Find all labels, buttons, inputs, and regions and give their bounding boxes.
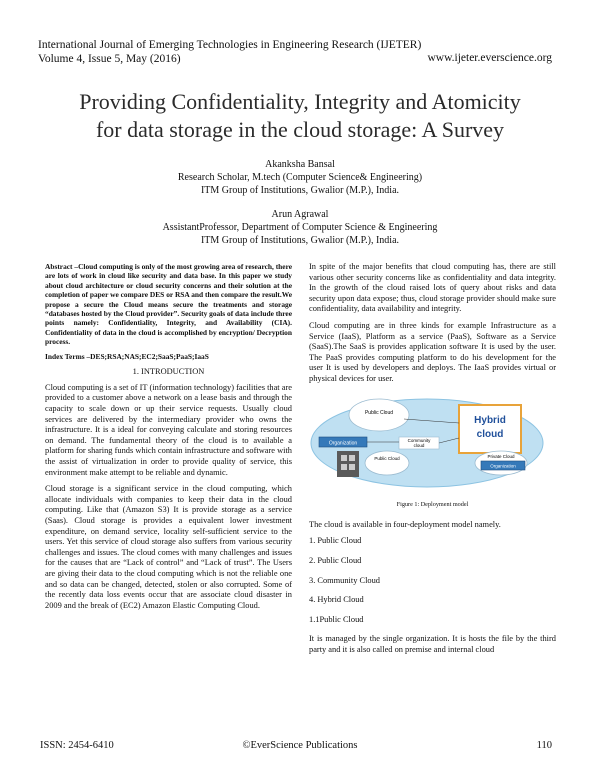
journal-website[interactable]: www.ijeter.everscience.org <box>427 52 552 64</box>
deployment-intro: The cloud is available in four-deploymen… <box>309 519 501 529</box>
figure-label-community: Community <box>408 438 432 443</box>
figure-label-hybrid-cloud: cloud <box>477 429 504 440</box>
body-paragraph: It is managed by the single organization… <box>309 634 556 654</box>
figure-label-private-cloud: Private Cloud <box>487 454 515 459</box>
figure-caption: Figure 1: Deployment model <box>396 501 469 509</box>
author-name: Arun Agrawal <box>271 209 329 220</box>
abstract: Abstract –Cloud computing is only of the… <box>45 262 292 347</box>
figure-label-public-cloud-2: Public Cloud <box>374 456 400 461</box>
author-role: Research Scholar, M.tech (Computer Scien… <box>177 172 423 183</box>
right-column: In spite of the major benefits that clou… <box>309 262 556 661</box>
list-item: 2. Public Cloud <box>309 555 362 565</box>
left-column: Abstract –Cloud computing is only of the… <box>45 262 292 617</box>
footer-issn: ISSN: 2454-6410 <box>40 740 114 751</box>
figure-label-organization-left: Organization <box>329 440 358 446</box>
journal-header: International Journal of Emerging Techno… <box>38 38 421 66</box>
index-terms: Index Terms –DES;RSA;NAS;EC2;SaaS;PaaS;I… <box>45 351 209 361</box>
list-item: 3. Community Cloud <box>309 575 380 585</box>
figure-label-hybrid: Hybrid <box>474 415 506 426</box>
author-name: Akanksha Bansal <box>265 159 335 170</box>
paper-title: Providing Confidentiality, Integrity and… <box>40 88 560 144</box>
body-paragraph: Cloud storage is a significant service i… <box>45 484 292 610</box>
body-paragraph: In spite of the major benefits that clou… <box>309 262 556 314</box>
list-item: 1. Public Cloud <box>309 536 362 546</box>
figure-label-organization-right: Organization <box>490 463 516 468</box>
figure-label-community-cloud: cloud <box>414 443 425 448</box>
deployment-model-figure: Public Cloud Public Cloud Organization C… <box>309 392 556 493</box>
body-paragraph: Cloud computing is a set of IT (informat… <box>45 382 292 477</box>
list-item: 4. Hybrid Cloud <box>309 595 364 605</box>
journal-name: International Journal of Emerging Techno… <box>38 39 422 51</box>
journal-volume: Volume 4, Issue 5, May (2016) <box>38 53 181 65</box>
list-item: 1.1Public Cloud <box>309 614 364 624</box>
author-affiliation: ITM Group of Institutions, Gwalior (M.P.… <box>200 185 400 196</box>
author-role: AssistantProfessor, Department of Comput… <box>162 222 438 233</box>
footer-page-number: 110 <box>536 740 552 751</box>
body-paragraph: Cloud computing are in three kinds for e… <box>309 320 556 383</box>
author-block: Akanksha Bansal Research Scholar, M.tech… <box>40 158 560 247</box>
figure-label-public-cloud: Public Cloud <box>365 410 393 416</box>
title-line-1: Providing Confidentiality, Integrity and… <box>79 89 521 114</box>
section-heading: 1. INTRODUCTION <box>132 367 205 377</box>
footer-publisher: ©EverScience Publications <box>242 740 358 751</box>
title-line-2: for data storage in the cloud storage: A… <box>95 117 505 142</box>
author-affiliation: ITM Group of Institutions, Gwalior (M.P.… <box>200 235 400 246</box>
